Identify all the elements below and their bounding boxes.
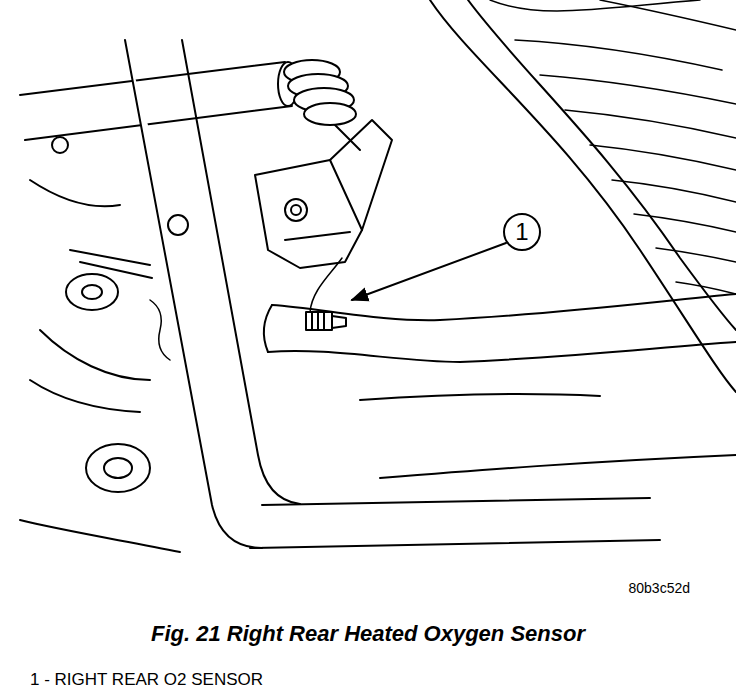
frame-tube (125, 40, 300, 548)
callout-circle (504, 214, 540, 250)
tire (430, 0, 736, 392)
o2-sensor (306, 258, 346, 330)
figure-code: 80b3c52d (560, 579, 690, 597)
figure-caption: Fig. 21 Right Rear Heated Oxygen Sensor (0, 620, 736, 648)
hanger-bracket (255, 120, 392, 268)
body-panel (250, 394, 736, 548)
leader-line (352, 243, 506, 300)
callout-number: 1 (504, 214, 540, 250)
suspension-parts (20, 137, 180, 552)
shock-boot (284, 60, 360, 150)
upper-tube (20, 62, 298, 140)
exhaust-pipe (264, 294, 736, 362)
part-key: 1 - RIGHT REAR O2 SENSOR (30, 669, 430, 691)
